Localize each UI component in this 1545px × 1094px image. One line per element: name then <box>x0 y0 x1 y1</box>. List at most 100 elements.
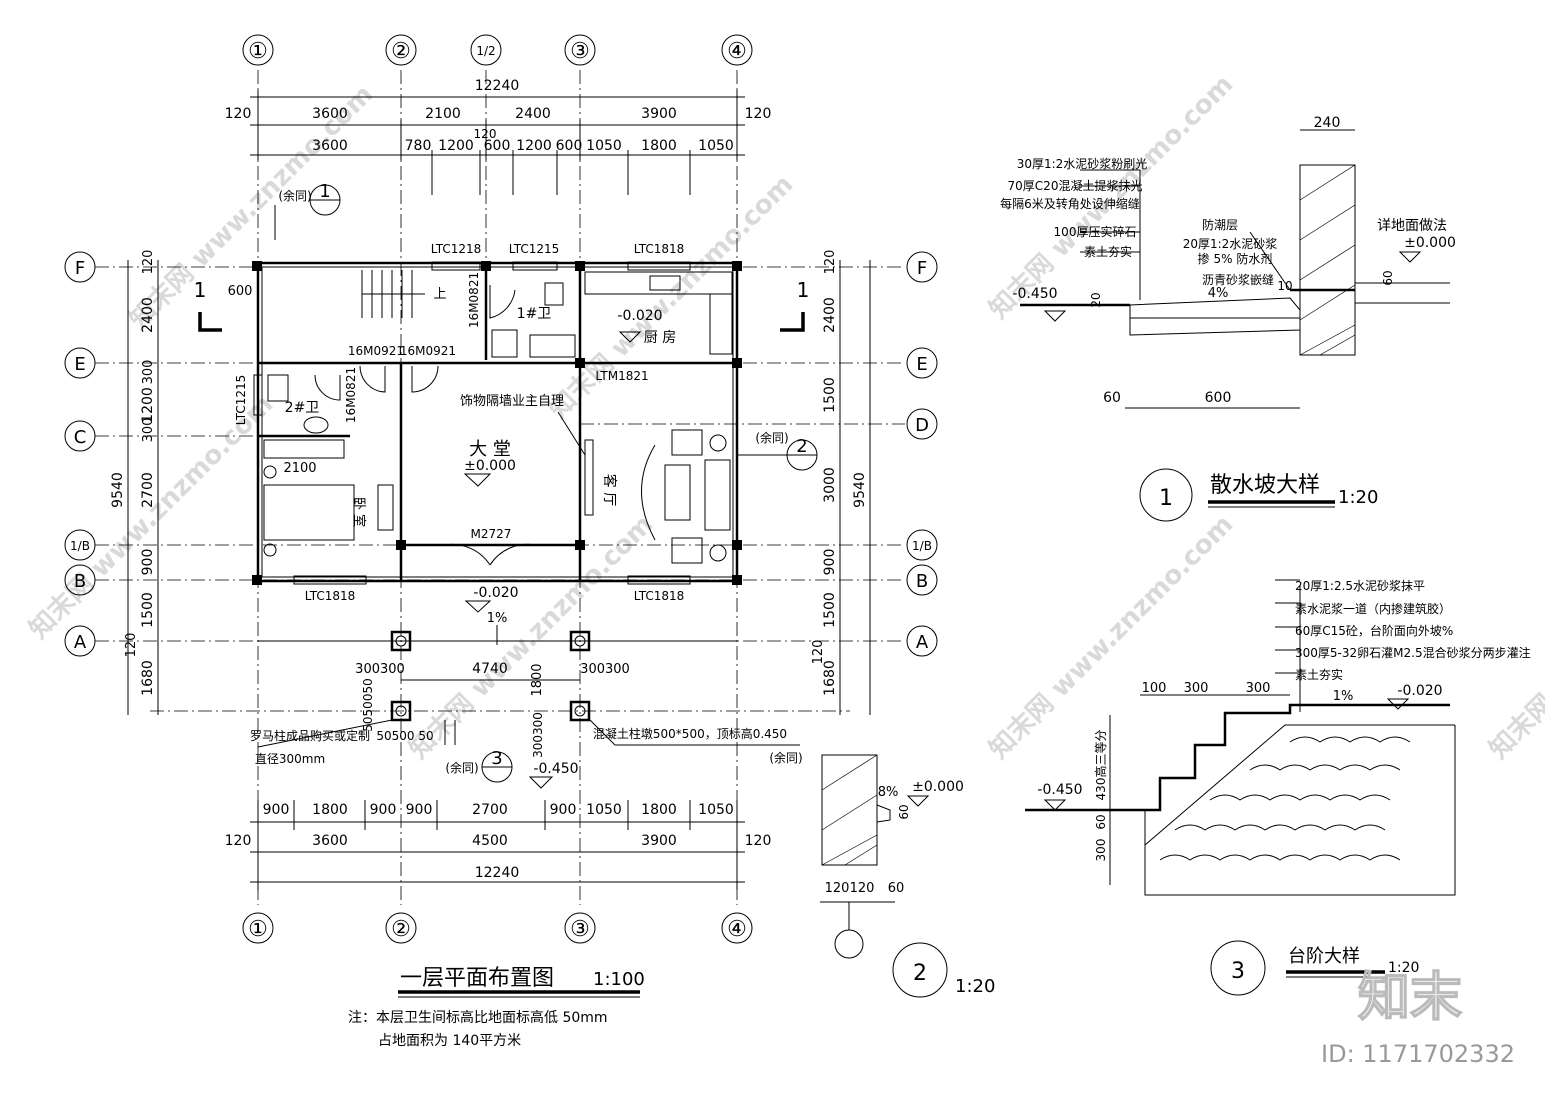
roman-col-note: 罗马柱成品购买或定制 <box>250 728 370 743</box>
dim-text: 3600 <box>312 106 348 122</box>
axis-bubbles-bottom: ① ② ③ ④ <box>242 912 753 944</box>
stair <box>361 270 425 318</box>
axis-label: E <box>74 354 85 375</box>
brand-block: 知末 ID: 1171702332 <box>1321 967 1515 1068</box>
roman-col-note2: 直径300mm <box>255 752 325 766</box>
room-label-hall: 大 堂 <box>469 439 511 460</box>
door-label: 16M0821 <box>467 272 481 328</box>
callout-num: 2 <box>796 436 807 457</box>
axis-label: 1/2 <box>476 44 495 58</box>
detail2-section: 8% ±0.000 60 120 120 60 2 1:20 <box>820 754 995 998</box>
col-dims-v2: 300300 <box>531 712 545 758</box>
slope-1: 1% <box>1333 689 1354 704</box>
detail3-steps: 20厚1:2.5水泥砂浆抹平 素水泥浆一道（内掺建筑胶） 60厚C15砼，台阶面… <box>1025 578 1531 996</box>
plan-title-block: 一层平面布置图 1:100 注：本层卫生间标高比地面标高低 50mm 占地面积为… <box>348 966 645 1049</box>
dim-text: 4500 <box>472 833 508 849</box>
dim-600: 600 <box>228 284 253 299</box>
stair-up-label: 上 <box>433 287 446 302</box>
dim-text: 120 <box>141 250 156 275</box>
detail-num: 3 <box>1231 959 1245 984</box>
window-label: LTC1818 <box>634 589 685 603</box>
detail1-drainage: 240 详地面做法 ±0.000 60 -0.450 4% 10 20 30厚1… <box>1000 115 1456 522</box>
door-label: 16M0821 <box>344 367 358 423</box>
room-label-bath1: 1#卫 <box>517 306 552 322</box>
axis-label: F <box>75 258 85 279</box>
image-id: ID: 1171702332 <box>1321 1040 1515 1068</box>
room-label-bath2: 2#卫 <box>285 400 320 416</box>
dim-text: 2700 <box>140 472 156 508</box>
dim-text: 120 <box>811 640 826 665</box>
level-minus: -0.450 <box>1012 286 1057 302</box>
axis-label: ③ <box>570 39 590 64</box>
porch-slope: 1% <box>487 611 508 626</box>
dim-text: 1050 <box>586 802 622 818</box>
layer-text: 100厚压实碎石 <box>1054 224 1137 239</box>
axis-bubbles-top: ① ② 1/2 ③ ④ <box>242 34 753 66</box>
dimensions-left: 9540 120 2400 300 1200 300 2700 900 1500… <box>110 250 159 715</box>
layer-text: 素土夯实 <box>1295 667 1343 682</box>
detail-num: 2 <box>913 961 927 986</box>
dim-text: 600 <box>556 138 583 154</box>
room-label-kitchen: 厨 房 <box>644 330 676 346</box>
plan-scale: 1:100 <box>593 969 645 990</box>
dim-text: 120 <box>124 633 139 658</box>
dim-text: 900 <box>370 802 397 818</box>
axis-label: B <box>74 571 86 592</box>
axis-label: ② <box>391 39 411 64</box>
kitchen-level: -0.020 <box>617 308 662 324</box>
dimensions-top: 12240 120 3600 2100 2400 3900 120 3600 7… <box>225 78 771 195</box>
dim-text: 600 <box>1205 390 1232 406</box>
door-label: 16M0921 <box>400 344 456 358</box>
dim-text: 2400 <box>822 297 838 333</box>
floor-note: 详地面做法 <box>1377 218 1447 234</box>
axis-bubbles-left: F E C 1/B B A <box>64 251 96 657</box>
detail-title: 台阶大样 <box>1288 946 1360 967</box>
layer-text: 70厚C20混凝土提浆抹光 <box>1008 178 1143 193</box>
layer-text: 60厚C15砼，台阶面向外坡% <box>1295 623 1453 638</box>
same-note: (余同) <box>769 750 802 765</box>
axis-label: F <box>917 258 927 279</box>
asphalt-text: 沥青砂浆嵌缝 <box>1202 272 1274 287</box>
dim-text: 1680 <box>140 660 156 696</box>
dim-text: 1500 <box>822 592 838 628</box>
plan-windows: LTC1218 LTC1215 LTC1818 LTC1215 LTC1818 … <box>234 242 691 603</box>
axis-label: B <box>916 571 928 592</box>
detail-scale: 1:20 <box>1338 487 1378 508</box>
dimensions-right: 9540 120 2400 1500 3000 900 1500 120 168… <box>811 250 871 715</box>
plan-rooms: 上 1#卫 -0.020 厨 房 2#卫 2100 卧 室 大 堂 ±0.000… <box>263 270 733 564</box>
watermark-text: 知末网 www.znzmo.com <box>1484 509 1545 764</box>
room-label-living: 客 厅 <box>601 474 618 506</box>
window-label: LTC1215 <box>234 375 248 426</box>
window-label: LTC1818 <box>634 242 685 256</box>
axis-label: 1/B <box>912 539 932 553</box>
dampproof-text: 20厚1:2水泥砂浆 <box>1183 236 1278 251</box>
axis-label: ④ <box>727 917 747 942</box>
dim-10: 10 <box>1277 279 1292 293</box>
plan-note-2: 占地面积为 140平方米 <box>378 1033 521 1049</box>
dim-text: 1500 <box>140 592 156 628</box>
level-0: ±0.000 <box>1404 235 1456 251</box>
dim-text: 1800 <box>641 802 677 818</box>
bed-dim: 2100 <box>283 461 316 476</box>
dim-text: 3600 <box>312 833 348 849</box>
dampproof-text: 掺 5% 防水剂 <box>1198 251 1273 266</box>
door-label: 16M0921 <box>348 344 404 358</box>
dim-text: 60 <box>888 881 905 896</box>
dim-text: 3600 <box>312 138 348 154</box>
dim-text: 60 <box>1103 390 1121 406</box>
dim-text: 12240 <box>475 78 520 94</box>
level-top: -0.020 <box>1397 683 1442 699</box>
concrete-col-note: 混凝土柱墩500*500，顶标高0.450 <box>593 726 787 741</box>
col-sizes: 300300 <box>580 662 630 677</box>
porch-depth: 1800 <box>530 663 545 696</box>
door-label: M2727 <box>471 527 512 541</box>
dim-text: 780 <box>405 138 432 154</box>
dim-text: 120 <box>850 881 875 896</box>
dim-text: 300 <box>141 360 156 385</box>
dim-text: 1800 <box>641 138 677 154</box>
step-level: -0.450 <box>533 761 578 777</box>
porch-width: 4740 <box>472 661 508 677</box>
dim-text: 300 <box>1184 681 1209 696</box>
dim-20: 20 <box>1089 292 1103 307</box>
layer-text: 每隔6米及转角处设伸缩缝 <box>1000 196 1140 211</box>
